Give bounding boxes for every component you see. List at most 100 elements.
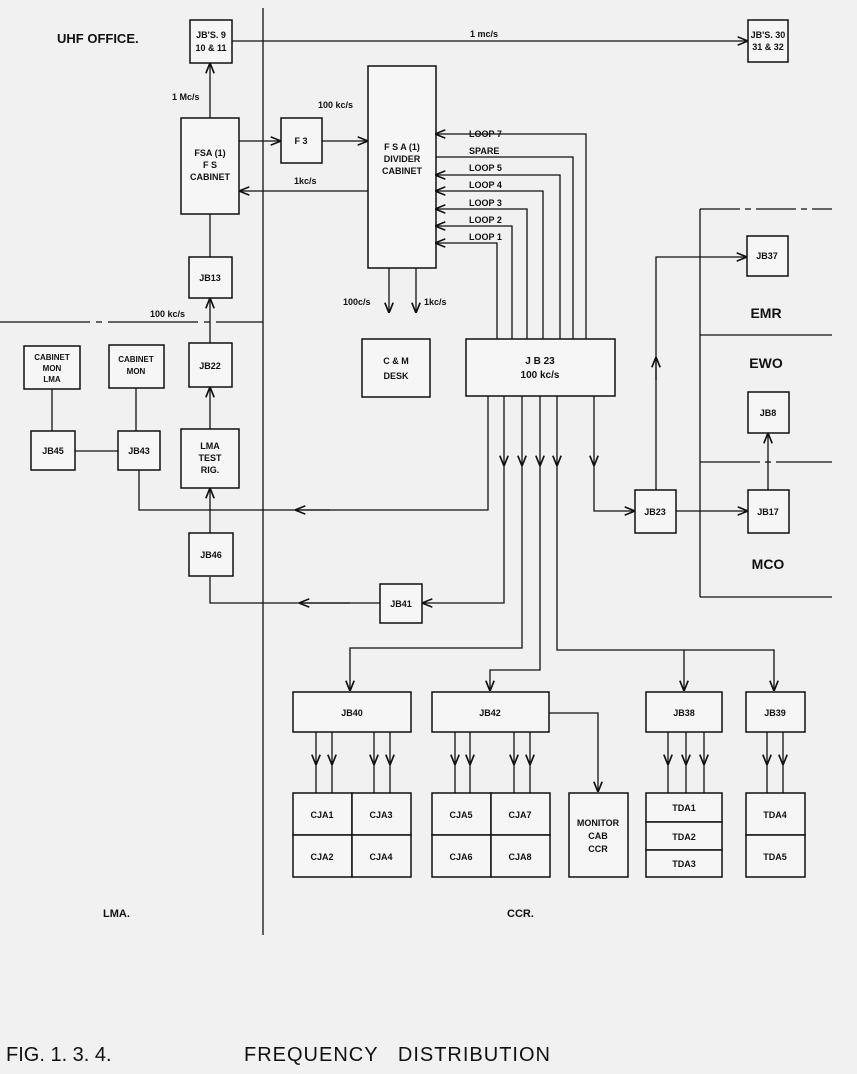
jbs-30-box <box>747 19 789 63</box>
uhf-office-label: UHF OFFICE. <box>57 31 139 46</box>
connections <box>51 41 783 793</box>
conn-jb41-to-jb46 <box>209 577 380 604</box>
jb38-label: JB38 <box>673 708 695 718</box>
tda5-box <box>745 834 806 878</box>
figure-caption: FIG. 1. 3. 4. FREQUENCY DISTRIBUTION <box>6 1044 550 1066</box>
loop-label-4: LOOP 4 <box>469 180 502 190</box>
jb43-box <box>117 430 161 471</box>
mco-zone-label: MCO <box>752 556 785 572</box>
jb43-label: JB43 <box>128 446 150 456</box>
f3-label: F 3 <box>294 136 307 146</box>
tda3-label: TDA3 <box>672 859 696 869</box>
loop-label-2: LOOP 2 <box>469 215 502 225</box>
jb23-main-label-1: J B 23 <box>525 356 555 367</box>
block-boxes <box>23 19 806 878</box>
cab-mon-label-2: MON <box>127 367 146 376</box>
monitor-cab-ccr-box <box>568 792 629 878</box>
loop-5-line <box>436 175 561 339</box>
ewo-zone-label: EWO <box>749 355 783 371</box>
signal-up-1mc: 1 Mc/s <box>172 92 200 102</box>
fsa-fs-cabinet-box <box>180 117 240 215</box>
fsa-fs-label-1: FSA (1) <box>194 148 225 158</box>
conn-to-jb41 <box>423 465 505 603</box>
tda4-box <box>745 792 806 836</box>
cja7-label: CJA7 <box>508 810 531 820</box>
cabinet-mon-lma-box <box>23 345 81 390</box>
jbs-30-label-2: 31 & 32 <box>752 42 784 52</box>
tda4-label: TDA4 <box>763 810 787 820</box>
cab-mon-label-1: CABINET <box>118 355 154 364</box>
loop-label-7: LOOP 7 <box>469 129 502 139</box>
jb41-label: JB41 <box>390 599 412 609</box>
cja1-box <box>292 792 353 836</box>
jb23-label: JB23 <box>644 507 666 517</box>
signal-desk-1kc: 1kc/s <box>424 297 447 307</box>
tda5-label: TDA5 <box>763 852 787 862</box>
cja6-label: CJA6 <box>449 852 472 862</box>
ccr-area-label: CCR. <box>507 908 534 920</box>
tda1-box <box>645 792 723 823</box>
jb42-box <box>431 691 550 733</box>
jb40-box <box>292 691 412 733</box>
jb22-label: JB22 <box>199 361 221 371</box>
cab-mon-lma-label-2: MON <box>43 364 62 373</box>
lma-test-label-3: RIG. <box>201 465 220 475</box>
cja2-label: CJA2 <box>310 852 333 862</box>
tda3-box <box>645 849 723 878</box>
cja8-label: CJA8 <box>508 852 531 862</box>
area-labels: UHF OFFICE. LMA. CCR. EMR EWO MCO <box>57 31 784 920</box>
jb13-label: JB13 <box>199 273 221 283</box>
fsa-divider-cabinet-box <box>367 65 437 269</box>
fsa-fs-label-2: F S <box>203 160 217 170</box>
cja3-label: CJA3 <box>369 810 392 820</box>
fsa-divider-label-2: DIVIDER <box>384 154 421 164</box>
loop-label-1: LOOP 1 <box>469 232 502 242</box>
jbs-9-label-2: 10 & 11 <box>195 43 226 53</box>
jb39-label: JB39 <box>764 708 786 718</box>
tda2-label: TDA2 <box>672 832 696 842</box>
fsa-fs-label-3: CABINET <box>190 172 231 182</box>
jb13-box <box>188 256 233 299</box>
loop-label-spare: SPARE <box>469 146 499 156</box>
jb8-box <box>747 391 790 434</box>
cab-mon-lma-label-3: LMA <box>43 375 61 384</box>
signal-f3-100kc: 100 kc/s <box>318 100 353 110</box>
figure-number: FIG. 1. 3. 4. <box>6 1044 112 1066</box>
monitor-cab-label-3: CCR <box>588 844 608 854</box>
cja1-label: CJA1 <box>310 810 333 820</box>
signal-lma-100kc: 100 kc/s <box>150 309 185 319</box>
loop-labels: LOOP 7 SPARE LOOP 5 LOOP 4 LOOP 3 LOOP 2… <box>469 129 502 242</box>
area-dividers <box>0 8 832 935</box>
cm-desk-label-2: DESK <box>383 371 409 381</box>
box-labels: JB'S. 9 10 & 11 JB'S. 30 31 & 32 FSA (1)… <box>34 30 787 869</box>
cja5-label: CJA5 <box>449 810 472 820</box>
jb46-label: JB46 <box>200 550 222 560</box>
jb37-label: JB37 <box>756 251 778 261</box>
jb8-label: JB8 <box>760 408 777 418</box>
jbs-9-box <box>189 19 233 64</box>
jb39-box <box>745 691 806 733</box>
signal-top-1mc: 1 mc/s <box>470 29 498 39</box>
cm-desk-label-1: C & M <box>383 356 409 366</box>
jb17-label: JB17 <box>757 507 779 517</box>
jb23-main-box <box>465 338 616 397</box>
jb41-box <box>379 583 423 624</box>
tda1-label: TDA1 <box>672 803 696 813</box>
jb23-main-label-2: 100 kc/s <box>521 370 560 381</box>
conn-jb23-to-jb37 <box>655 257 746 490</box>
cm-desk-box <box>361 338 431 398</box>
lma-test-label-2: TEST <box>198 453 222 463</box>
f3-box <box>280 117 323 164</box>
loop-7-line <box>436 134 587 339</box>
monitor-cab-label-1: MONITOR <box>577 818 620 828</box>
cab-mon-lma-label-1: CABINET <box>34 353 70 362</box>
loop-4-line <box>436 191 544 339</box>
signal-desk-100c: 100c/s <box>343 297 371 307</box>
loop-3-line <box>436 209 528 339</box>
jb42-label: JB42 <box>479 708 501 718</box>
loop-label-3: LOOP 3 <box>469 198 502 208</box>
cja4-label: CJA4 <box>369 852 392 862</box>
loop-2-line <box>436 226 513 339</box>
cja6-box <box>431 834 492 878</box>
